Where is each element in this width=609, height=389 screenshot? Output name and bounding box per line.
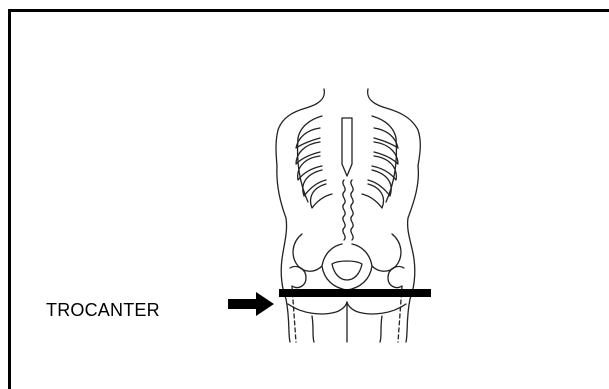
trocanter-line — [0, 0, 609, 381]
